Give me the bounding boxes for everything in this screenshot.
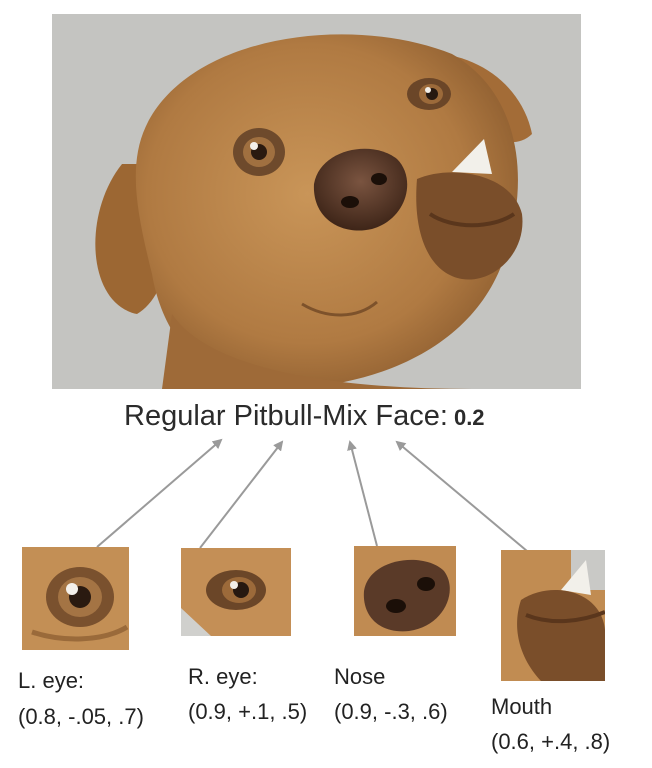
nose-values: (0.9, -.3, .6)	[334, 699, 448, 724]
right-eye-label: R. eye:	[188, 664, 258, 689]
face-label: Regular Pitbull-Mix Face:	[124, 400, 448, 432]
nose-label: Nose	[334, 664, 386, 689]
mouth-values: (0.6, +.4, .8)	[491, 729, 611, 754]
left-eye-values: (0.8, -.05, .7)	[18, 704, 144, 729]
right-eye-values: (0.9, +.1, .5)	[188, 699, 308, 724]
nose-crop	[354, 546, 456, 636]
mouth-label: Mouth	[491, 694, 553, 719]
left-eye-crop	[22, 547, 129, 650]
right-eye-crop	[181, 548, 291, 636]
left-eye-label: L. eye:	[18, 668, 85, 693]
arrow-right-eye	[199, 440, 284, 549]
face-score-title: Regular Pitbull-Mix Face:0.2	[124, 396, 485, 438]
arrow-nose	[347, 440, 378, 547]
mouth-crop	[501, 550, 605, 681]
arrow-left-eye	[96, 438, 223, 548]
face-score: 0.2	[453, 405, 485, 430]
arrow-mouth	[395, 440, 528, 552]
dog-face-photo	[52, 14, 581, 389]
